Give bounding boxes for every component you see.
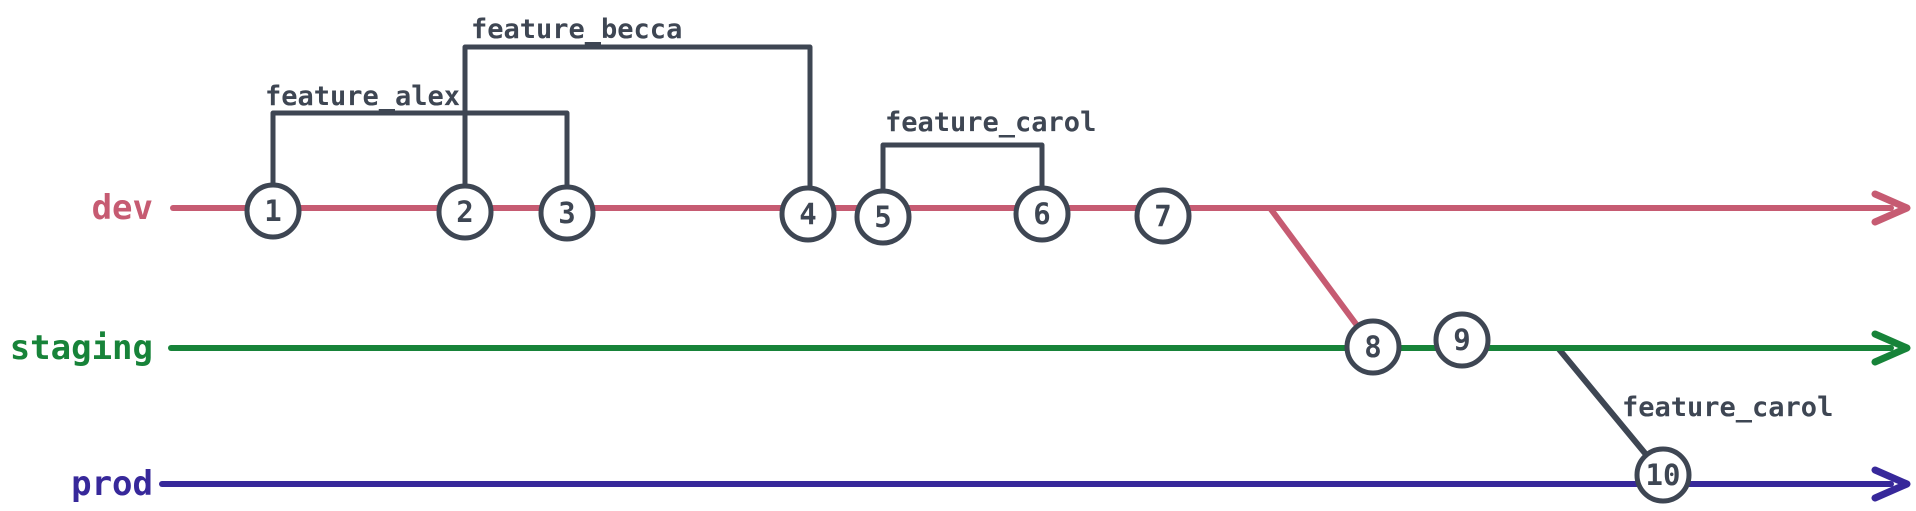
branch-arrowhead-dev [1871,190,1911,226]
feature-bracket-line [270,110,570,198]
branch-prod-group: prod [71,464,1911,504]
commit-circle-8 [1344,318,1402,376]
branch-staging-group: staging [10,328,1911,368]
commit-circle-5 [854,188,912,246]
branch-label-prod: prod [71,464,153,504]
feature-bracket-group: feature_alex [265,81,570,198]
feature-bracket-line [880,142,1045,198]
commit-circle-2 [436,183,494,241]
commit-node-4: 4 [779,185,837,243]
commit-number-5: 5 [874,200,891,234]
branch-label-staging: staging [10,328,153,368]
commit-number-2: 2 [456,195,473,229]
commit-number-1: 1 [264,194,281,228]
commit-number-10: 10 [1646,458,1681,492]
commit-circle-4 [779,185,837,243]
commit-number-6: 6 [1033,197,1050,231]
commit-circle-7 [1134,187,1192,245]
commit-circle-10 [1634,446,1692,504]
commit-number-8: 8 [1364,330,1381,364]
feature-bracket-group: feature_becca [462,14,813,198]
feature-branch-label: feature_becca [471,14,682,45]
commit-node-10: 10 [1634,446,1692,504]
commit-node-8: 8 [1344,318,1402,376]
branch-arrowhead-prod [1871,466,1911,502]
commit-circle-3 [538,184,596,242]
merge-dev-to-staging-8 [1267,205,1376,350]
commit-circle-6 [1013,185,1071,243]
commit-node-5: 5 [854,188,912,246]
commit-number-4: 4 [799,197,816,231]
feature-branch-label: feature_carol [885,107,1096,138]
commit-node-3: 3 [538,184,596,242]
commit-node-9: 9 [1433,311,1491,369]
branch-dev-group: dev [92,188,1911,228]
commit-node-7: 7 [1134,187,1192,245]
commit-node-2: 2 [436,183,494,241]
commit-circle-9 [1433,311,1491,369]
commit-number-7: 7 [1154,199,1171,233]
feature-branch-label: feature_carol [1622,392,1833,423]
branch-arrowhead-staging [1871,330,1911,366]
branch-label-dev: dev [92,188,153,228]
commit-number-9: 9 [1453,323,1470,357]
commit-node-6: 6 [1013,185,1071,243]
merge-dev-to-staging-8-group [1267,205,1376,350]
commit-node-1: 1 [244,182,302,240]
feature-branch-label: feature_alex [265,81,460,112]
merge-staging-to-prod-10-group: feature_carol [1555,345,1833,478]
feature-bracket-line [462,44,813,198]
commit-number-3: 3 [558,196,575,230]
feature-bracket-group: feature_carol [880,107,1096,198]
commit-circle-1 [244,182,302,240]
